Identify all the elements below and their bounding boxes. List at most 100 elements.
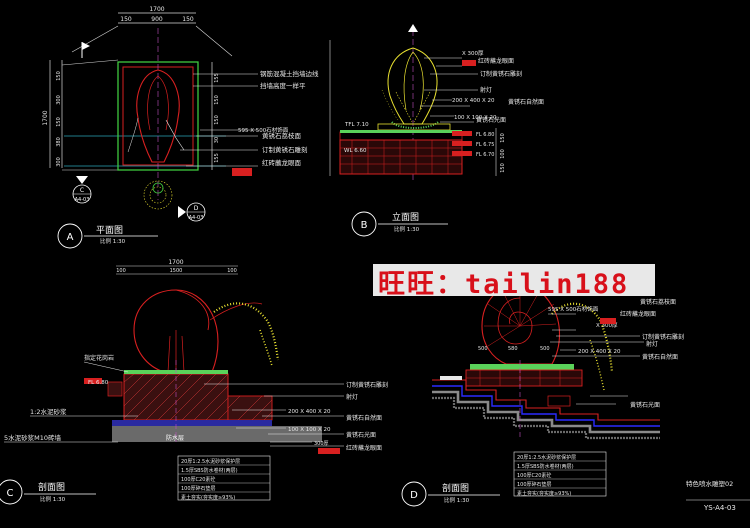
north-arrow-icon (81, 42, 90, 58)
sec-c-spec-1: 20厚1:2.5水泥砂浆保护层 (181, 458, 240, 465)
sec-c-note-7: 300厚 (314, 441, 329, 447)
elev-level-1: TFL 7.10 (344, 122, 369, 128)
elev-note-6: 黄锈石自然面 (508, 98, 544, 106)
plan-dim-seg-1: 150 (120, 16, 132, 23)
elev-level-2: FL 6.80 (476, 132, 494, 138)
view-letter-c: C (7, 488, 14, 499)
plan-note-4: 黄锈石荔枝面 (262, 131, 302, 140)
sec-d-left-dim-2: 580 (508, 346, 518, 352)
plan-right-seg-5: 155 (214, 153, 220, 163)
plan-right-seg-3: 150 (214, 115, 220, 125)
plan-view: 1700 150 900 150 1700 150 300 150 380 30… (42, 6, 319, 249)
sheet-title: 特色喷水雕塑02 (686, 479, 733, 488)
view-scale-c: 比例 1:30 (40, 495, 66, 503)
elevation-view: TFL 7.10 WL 6.60 FL 6.80 FL 6.75 FL 6.70… (329, 24, 544, 237)
plan-right-seg-4: 30 (214, 137, 220, 143)
sec-c-spec-3: 100厚C20素砼 (181, 476, 215, 483)
plan-dim-seg-2: 900 (151, 16, 163, 23)
elev-note-1: X 300厚 (462, 50, 484, 57)
sec-c-label-3: 1:2水泥砂浆 (30, 407, 67, 416)
elev-level-4: WL 6.60 (344, 148, 367, 154)
elev-level-3: FL 6.75 (476, 142, 494, 148)
plan-note-6: 红砖蘸龙眼面 (262, 158, 302, 167)
sec-d-note-3: 红砖蘸龙眼面 (620, 310, 656, 318)
sec-c-spec-5: 素土夯实(夯实度≥93%) (181, 494, 235, 501)
sec-d-note-7: 射灯 (646, 340, 658, 348)
view-scale-d: 比例 1:30 (444, 496, 470, 504)
sec-c-note-6: 黄锈石光面 (346, 431, 376, 439)
elev-note-2: 红砖蘸龙眼面 (478, 57, 514, 65)
sec-d-note-2: X 300厚 (596, 322, 618, 329)
sec-c-label-1: 指定花岗岩 (84, 354, 114, 362)
sec-c-note-2: 射灯 (346, 393, 358, 401)
section-marker-d: D A4-03 (178, 202, 206, 222)
view-scale-a: 比例 1:30 (100, 237, 126, 245)
sec-c-spec-4: 100厚碎石垫层 (181, 485, 216, 492)
sec-c-label-2: FL 6.80 (88, 380, 109, 386)
section-ref-sheet-d: A4-03 (189, 215, 204, 221)
view-title-b: 立面图 (392, 211, 419, 223)
plan-dim-seg-3: 150 (182, 16, 194, 23)
section-ref-sheet-c: A4-03 (75, 197, 90, 203)
sec-d-spec-3: 100厚C20素砼 (517, 472, 551, 479)
view-scale-b: 比例 1:30 (394, 225, 420, 233)
sec-d-spec-4: 100厚碎石垫层 (517, 481, 552, 488)
sec-c-dim-2: 1500 (170, 268, 183, 274)
elev-dim-2: 100 (500, 149, 506, 159)
watermark-text: 旺旺：tailin188 (378, 269, 630, 300)
red-tag (232, 168, 252, 176)
elev-dim-3: 150 (500, 163, 506, 173)
sec-d-spec-2: 1.5厚SBS防水卷材(两层) (517, 463, 574, 470)
sec-d-note-1: 595 X 500石材饰面 (548, 305, 599, 313)
sec-c-label-5: 防水层 (166, 434, 184, 442)
sec-c-spec-2: 1.5厚SBS防水卷材(两层) (181, 467, 238, 474)
sec-c-dim-overall: 1700 (168, 259, 183, 266)
sec-d-note-9: 黄锈石光面 (630, 401, 660, 409)
plan-note-1: 钢筋混凝土挡墙边线 (260, 69, 319, 78)
sec-d-spec-5: 素土夯实(夯实度≥93%) (517, 490, 571, 497)
sec-d-left-dim-3: 500 (540, 346, 550, 352)
elev-level-5: FL 6.70 (476, 152, 494, 158)
plan-note-3: 595 X 500石材饰面 (238, 126, 289, 134)
sec-c-note-4: 黄锈石自然面 (346, 414, 382, 422)
sec-c-note-3: 200 X 400 X 20 (288, 409, 331, 415)
plan-side-seg-2: 300 (56, 95, 62, 105)
sec-d-spec-1: 20厚1:2.5水泥砂浆保护层 (517, 454, 576, 461)
elev-note-4: 200 X 400 X 20 (452, 98, 495, 104)
sec-d-left-dim-1: 500 (478, 346, 488, 352)
view-letter-a: A (67, 232, 74, 243)
plan-side-total: 1700 (42, 110, 49, 125)
view-title-a: 平面图 (96, 225, 123, 236)
sec-c-dim-1: 100 (116, 268, 126, 274)
section-marker-c: C A4-03 (72, 176, 92, 204)
section-c-view: 1700 100 1500 100 指定花岗岩 FL 6.80 1:2水泥砂浆 … (0, 259, 388, 505)
plan-side-seg-4: 380 (56, 137, 62, 147)
sec-d-note-6: 200 X 400 X 20 (578, 349, 621, 355)
plan-side-seg-1: 150 (56, 71, 62, 81)
sheet-number: YS-A4-03 (703, 504, 736, 512)
section-d-view: 1700 500 580 500 595 X 500石材饰面 X 300厚 红砖 (401, 267, 684, 507)
view-letter-b: B (361, 220, 368, 231)
view-letter-d: D (410, 490, 418, 501)
watermark-background (373, 264, 655, 296)
elev-dim-1: 150 (500, 133, 506, 143)
sec-d-note-5: 订制黄锈石雕刻 (642, 333, 684, 341)
view-title-d: 剖面图 (442, 482, 469, 494)
plan-right-seg-2: 150 (214, 95, 220, 105)
sec-c-note-5: 100 X 100 X 20 (288, 427, 331, 433)
sec-c-label-4: 5水泥砂浆M10砖墙 (4, 433, 62, 442)
plan-side-seg-3: 150 (56, 117, 62, 127)
elev-note-3: 订制黄锈石雕刻 (480, 70, 522, 78)
sec-c-dim-3: 100 (227, 268, 237, 274)
sec-d-note-4: 黄锈石荔枝面 (640, 298, 676, 306)
sec-c-note-1: 订制黄锈石雕刻 (346, 381, 388, 389)
plan-note-5: 订制黄锈石雕刻 (262, 145, 308, 154)
section-ref-letter-c: C (80, 187, 84, 194)
sec-c-note-8: 红砖蘸龙眼面 (346, 444, 382, 452)
plan-note-2: 挡墙高度一样平 (260, 81, 306, 90)
plan-dim-overall: 1700 (149, 6, 164, 13)
elev-note-5: 射灯 (480, 86, 492, 94)
plan-right-seg-1: 155 (214, 73, 220, 83)
view-title-c: 剖面图 (38, 481, 65, 493)
elev-note-8: 黄锈石光面 (476, 116, 506, 124)
